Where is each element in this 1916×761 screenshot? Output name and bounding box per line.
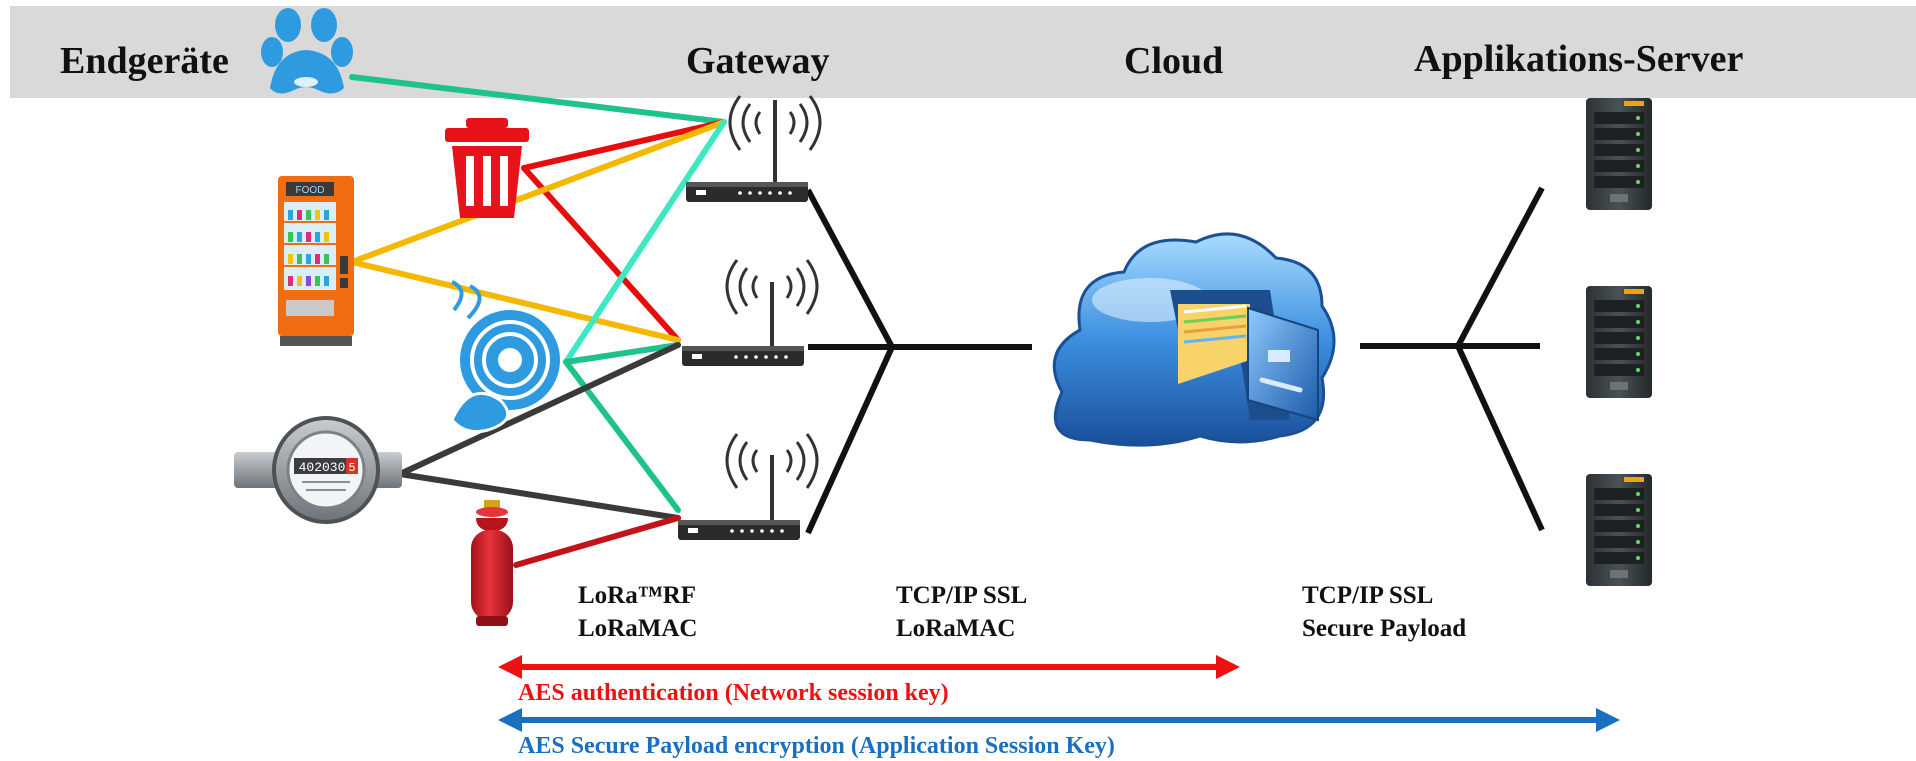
- protocol-cloud-server-line1: TCP/IP SSL: [1302, 582, 1433, 609]
- protocol-cloud-server-line2: Secure Payload: [1302, 615, 1466, 642]
- link-meter-gateway3: [397, 471, 681, 521]
- application-key-arrow: [498, 708, 1620, 732]
- link-trash-gateway2: [521, 165, 681, 343]
- smoke-detector-icon: [450, 280, 560, 434]
- gateway-3: [678, 433, 819, 540]
- link-meter-gateway2: [397, 342, 681, 477]
- header-applikations-server: Applikations-Server: [1414, 38, 1743, 80]
- link-trash-gateway1: [521, 119, 727, 171]
- application-key-arrow-right-head: [1596, 708, 1620, 732]
- server-2: [1586, 286, 1652, 398]
- protocol-device-gateway-line2: LoRaMAC: [578, 615, 697, 642]
- network-key-arrow-right-head: [1216, 655, 1240, 679]
- header-endgeraete: Endgeräte: [60, 40, 229, 82]
- link-smoke-gateway3: [563, 359, 681, 513]
- link-vending-gateway2: [349, 259, 681, 343]
- cloud-server-backhaul: [1360, 186, 1545, 532]
- application-key-label: AES Secure Payload encryption (Applicati…: [518, 733, 1115, 759]
- trash-bin-icon: [445, 118, 529, 218]
- backhaul-server3: [1455, 344, 1545, 532]
- meter-display-digit: 5: [348, 461, 355, 475]
- header-cloud: Cloud: [1124, 40, 1223, 82]
- protocol-gateway-cloud-line1: TCP/IP SSL: [896, 582, 1027, 609]
- meter-display-text: 402030: [299, 460, 346, 475]
- vending-display-text: FOOD: [296, 185, 325, 196]
- network-key-arrow-left-head: [498, 655, 522, 679]
- backhaul-gw3: [805, 345, 895, 535]
- link-gas-gateway3: [513, 515, 681, 568]
- vending-machine-icon: FOOD: [278, 176, 354, 346]
- server-3: [1586, 474, 1652, 586]
- link-smoke-gateway1: [563, 119, 727, 365]
- cloud-storage-icon: [1052, 232, 1336, 447]
- server-1: [1586, 98, 1652, 210]
- paw-icon: [261, 8, 353, 94]
- link-smoke-gateway2: [563, 342, 681, 365]
- gateway-2: [682, 259, 819, 366]
- network-key-arrow: [498, 655, 1240, 679]
- protocol-gateway-cloud-line2: LoRaMAC: [896, 615, 1015, 642]
- header-gateway: Gateway: [686, 40, 830, 82]
- gateway-1: [686, 95, 822, 202]
- gas-cylinder-icon: [471, 500, 513, 626]
- protocol-device-gateway-line1: LoRa™RF: [578, 582, 696, 609]
- backhaul-server1: [1455, 186, 1545, 348]
- device-gateway-links: [349, 74, 727, 568]
- link-paw-gateway1: [349, 74, 727, 125]
- link-vending-gateway1: [349, 119, 727, 265]
- backhaul-gw1: [805, 188, 895, 349]
- gateway-cloud-backhaul: [805, 188, 1032, 535]
- water-meter-icon: 402030 5: [234, 416, 402, 524]
- network-key-label: AES authentication (Network session key): [518, 680, 949, 706]
- application-key-arrow-left-head: [498, 708, 522, 732]
